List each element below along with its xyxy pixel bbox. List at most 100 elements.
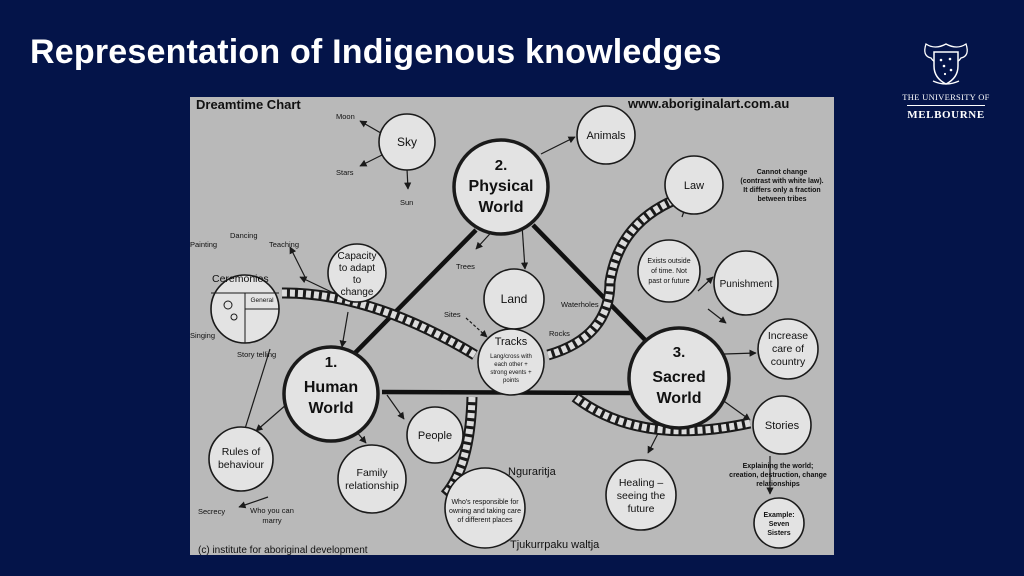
svg-text:Example:: Example: — [763, 512, 794, 519]
svg-text:future: future — [628, 503, 655, 515]
svg-text:Lang/cross with: Lang/cross with — [490, 354, 532, 360]
svg-text:Exists outside: Exists outside — [647, 258, 690, 265]
label-sites: Sites — [444, 310, 461, 319]
label-secrecy: Secrecy — [198, 507, 225, 516]
svg-text:Stories: Stories — [765, 420, 800, 432]
node-capacity: Capacity to adapt to change — [327, 243, 387, 303]
label-trees: Trees — [456, 262, 475, 271]
svg-text:relationship: relationship — [345, 480, 399, 492]
node-sky: Sky — [378, 113, 436, 171]
svg-text:change: change — [341, 287, 374, 298]
svg-text:Human: Human — [304, 379, 358, 396]
svg-text:Who's responsible for: Who's responsible for — [451, 499, 519, 506]
crest-icon — [924, 42, 968, 85]
svg-text:People: People — [418, 430, 452, 442]
svg-text:seeing the: seeing the — [617, 490, 666, 502]
label-moon: Moon — [336, 112, 355, 121]
label-who-you-can-marry-2: marry — [262, 516, 281, 525]
label-dancing: Dancing — [230, 231, 258, 240]
label-rocks: Rocks — [549, 329, 570, 338]
logo-line-2: MELBOURNE — [907, 109, 985, 121]
node-rules-of-behaviour: Rules of behaviour — [208, 426, 274, 492]
svg-text:Sacred: Sacred — [652, 369, 705, 386]
svg-text:each other +: each other + — [494, 362, 528, 368]
svg-text:behaviour: behaviour — [218, 459, 265, 471]
node-human-world: 1. Human World — [282, 345, 380, 443]
sites-dashed-arrow — [465, 317, 488, 338]
svg-text:Healing –: Healing – — [619, 477, 664, 489]
stories-note-2: creation, destruction, change — [729, 472, 827, 479]
svg-text:3.: 3. — [673, 344, 686, 361]
svg-text:points: points — [503, 378, 519, 384]
node-sacred-world: 3. Sacred World — [627, 326, 731, 430]
svg-text:Physical: Physical — [469, 178, 534, 195]
label-painting: Painting — [190, 240, 217, 249]
svg-text:World: World — [308, 400, 353, 417]
node-law: Law — [664, 155, 724, 215]
label-nguraritja: Nguraritja — [508, 466, 557, 478]
svg-text:Increase: Increase — [768, 330, 808, 342]
label-singing: Singing — [190, 331, 215, 340]
svg-text:World: World — [656, 390, 701, 407]
svg-text:2.: 2. — [495, 157, 508, 174]
free-labels: Ceremonies Moon Stars Sun Trees Waterhol… — [190, 112, 827, 551]
node-increase-care: Increase care of country — [757, 318, 819, 380]
svg-text:of different places: of different places — [457, 517, 513, 524]
svg-text:strong events +: strong events + — [490, 370, 532, 376]
slide-title: Representation of Indigenous knowledges — [30, 33, 722, 71]
law-note-4: between tribes — [757, 196, 806, 203]
node-tracks: Tracks Lang/cross with each other + stro… — [477, 328, 545, 396]
label-who-you-can-marry-1: Who you can — [250, 506, 294, 515]
svg-text:Animals: Animals — [586, 130, 626, 142]
node-punishment: Punishment — [713, 250, 779, 316]
svg-text:Family: Family — [357, 467, 389, 479]
svg-text:Land: Land — [501, 292, 528, 306]
node-ceremonies: General — [210, 274, 280, 344]
logo-line-1: THE UNIVERSITY OF — [902, 92, 990, 102]
law-note-2: (contrast with white law). — [740, 178, 823, 185]
node-family-relationship: Family relationship — [337, 444, 407, 514]
svg-text:Punishment: Punishment — [720, 279, 773, 290]
svg-text:to: to — [353, 275, 362, 286]
svg-text:country: country — [771, 356, 806, 368]
label-story-telling: Story telling — [237, 350, 276, 359]
label-sun: Sun — [400, 198, 413, 207]
stories-note-1: Explaining the world; — [743, 463, 814, 470]
chart-header-left: Dreamtime Chart — [196, 97, 301, 112]
dreamtime-chart-image: Dreamtime Chart www.aboriginalart.com.au… — [190, 97, 834, 555]
svg-text:Sky: Sky — [397, 135, 417, 149]
svg-text:past or future: past or future — [648, 278, 689, 285]
node-stories: Stories — [752, 395, 812, 455]
law-note-3: It differs only a fraction — [743, 187, 820, 194]
label-stars: Stars — [336, 168, 354, 177]
node-physical-world: 2. Physical World — [452, 138, 550, 236]
svg-text:General: General — [250, 297, 274, 304]
node-whos-responsible: Who's responsible for owning and taking … — [444, 467, 526, 549]
svg-text:to adapt: to adapt — [339, 263, 375, 274]
stories-note-3: relationships — [756, 481, 800, 488]
logo-divider — [907, 105, 985, 106]
node-example-seven-sisters: Example: Seven Sisters — [753, 497, 805, 549]
svg-text:World: World — [478, 199, 523, 216]
node-exists-outside-time: Exists outside of time. Not past or futu… — [637, 239, 701, 303]
node-people: People — [406, 406, 464, 464]
svg-text:of time. Not: of time. Not — [651, 268, 687, 275]
svg-text:Tracks: Tracks — [495, 336, 528, 348]
label-ceremonies: Ceremonies — [212, 273, 269, 285]
svg-text:1.: 1. — [325, 354, 338, 371]
node-land: Land — [483, 268, 545, 330]
label-waterholes: Waterholes — [561, 300, 599, 309]
chart-footer: (c) institute for aboriginal development — [198, 545, 368, 555]
chart-header-right: www.aboriginalart.com.au — [627, 97, 789, 111]
node-animals: Animals — [576, 105, 636, 165]
label-tjukurrpaku-waltja: Tjukurrpaku waltja — [510, 539, 600, 551]
svg-text:Sisters: Sisters — [767, 530, 790, 537]
svg-text:Seven: Seven — [769, 521, 790, 528]
label-teaching: Teaching — [269, 240, 299, 249]
svg-text:care of: care of — [772, 343, 804, 355]
university-logo: THE UNIVERSITY OF MELBOURNE — [900, 40, 992, 121]
svg-text:Rules of: Rules of — [222, 446, 261, 458]
law-note-1: Cannot change — [757, 169, 808, 176]
svg-text:owning and taking care: owning and taking care — [449, 508, 521, 515]
svg-text:Law: Law — [684, 180, 704, 192]
